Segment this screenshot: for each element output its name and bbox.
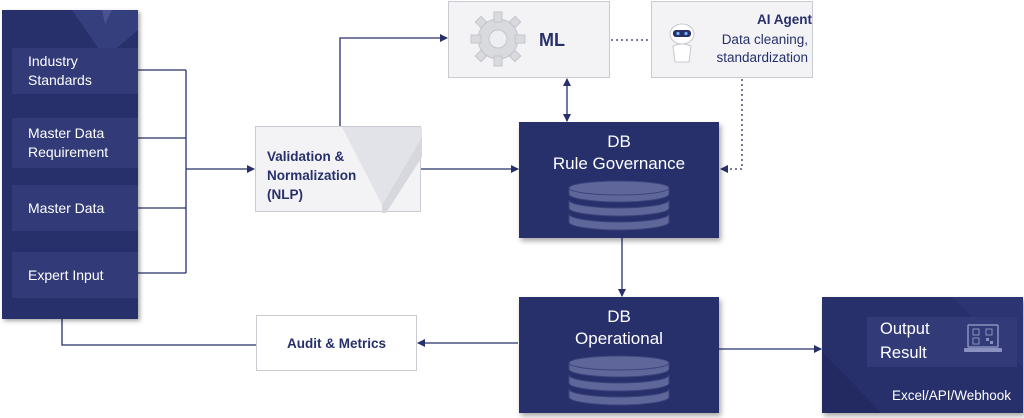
ai-agent-box: AI Agent Data cleaning, standardization: [651, 1, 813, 78]
db-rule-line1: DB: [607, 132, 631, 151]
input-industry-standards: Industry Standards: [12, 48, 138, 94]
gear-icon: [470, 11, 526, 67]
database-icon: [568, 180, 670, 231]
output-result-box: Output Result Excel/API/Webhook: [822, 297, 1023, 413]
db-operational-line1: DB: [607, 307, 631, 326]
input-industry-standards-label: Industry Standards: [28, 53, 92, 88]
robot-icon: [669, 23, 695, 63]
validation-chevron-decoration: [342, 127, 422, 213]
db-rule-line2: Rule Governance: [552, 154, 686, 173]
ai-agent-subtitle: Data cleaning, standardization: [716, 32, 808, 65]
input-master-data-label: Master Data: [28, 199, 105, 216]
validation-label: Validation & Normalization (NLP): [267, 149, 357, 202]
input-master-data: Master Data: [12, 185, 138, 231]
output-title: Output Result: [880, 320, 930, 362]
input-master-data-requirement: Master Data Requirement: [12, 118, 138, 168]
ml-label: ML: [539, 30, 565, 50]
laptop-qr-icon: [964, 324, 1002, 352]
input-master-data-requirement-label: Master Data Requirement: [28, 125, 109, 160]
input-sources-panel: Industry Standards Master Data Requireme…: [2, 10, 138, 319]
db-rule-governance-box: DB Rule Governance: [519, 122, 719, 238]
audit-metrics-label: Audit & Metrics: [286, 335, 386, 351]
ml-box: ML: [448, 1, 610, 78]
database-icon: [568, 355, 670, 406]
audit-metrics-box: Audit & Metrics: [256, 315, 417, 371]
output-subtitle: Excel/API/Webhook: [891, 388, 1011, 403]
db-operational-line2: Operational: [575, 329, 663, 348]
panel-chevron-decoration: [72, 10, 138, 58]
input-expert-input-label: Expert Input: [28, 266, 104, 283]
db-operational-box: DB Operational: [519, 297, 719, 413]
dotted-agent-db: [720, 79, 743, 173]
input-expert-input: Expert Input: [12, 252, 138, 298]
validation-box: Validation & Normalization (NLP): [255, 126, 422, 213]
ai-agent-title: AI Agent: [757, 12, 812, 27]
arrow-to-ml: [339, 34, 448, 126]
